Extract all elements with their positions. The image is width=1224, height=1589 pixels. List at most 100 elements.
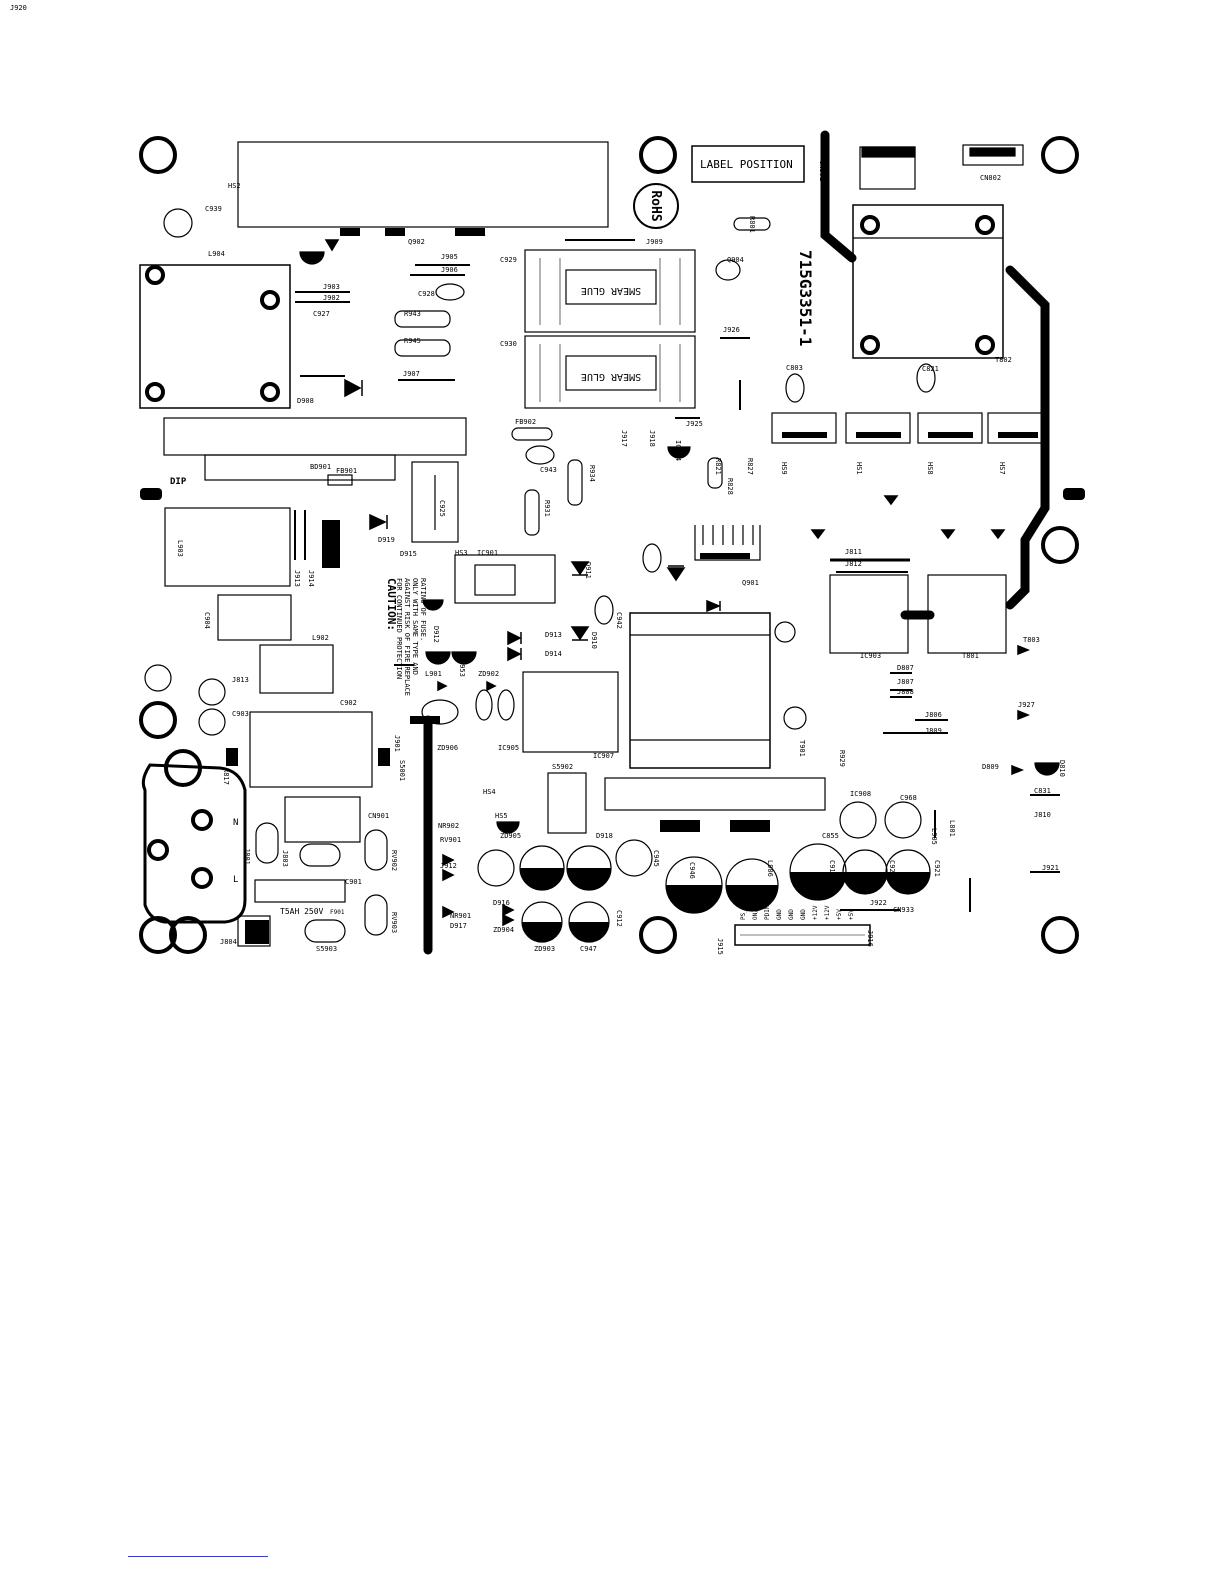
designator-label: J918 (648, 430, 656, 447)
designator-label: J906 (441, 266, 458, 274)
designator-label: J907 (403, 370, 420, 378)
designator-label: J927 (1018, 701, 1035, 709)
resistor-group (255, 217, 771, 943)
designator-label: NR901 (450, 912, 471, 920)
designator-label: L906 (766, 860, 774, 877)
designator-label: C930 (500, 340, 517, 348)
designator-label: J809 (925, 727, 942, 735)
designator-label: C947 (580, 945, 597, 953)
designator-label: J808 (897, 688, 914, 696)
designator-label: ZD902 (478, 670, 499, 678)
designator-label: D911 (584, 562, 592, 579)
designator-label: HS8 (926, 462, 934, 475)
designator-label: J810 (1034, 811, 1051, 819)
designator-label: R801 (748, 216, 756, 233)
designator-label: J807 (897, 678, 914, 686)
connector-pin-label: ON/OFF (752, 898, 759, 920)
designator-label: D910 (590, 632, 598, 649)
designator-label: CN802 (980, 174, 1001, 182)
designator-label: HS1 (855, 462, 863, 475)
label-position-text: LABEL POSITION (700, 158, 793, 171)
designator-label: R943 (404, 310, 421, 318)
designator-label: J804 (220, 938, 237, 946)
designator-label: HS9 (780, 462, 788, 475)
connector-pin-label: GND (800, 909, 807, 920)
heatsink-row (771, 412, 1047, 444)
connector-pin-label: PS_ON (740, 902, 747, 920)
designator-label: HS3 (455, 549, 468, 557)
designator-label: IC901 (477, 549, 498, 557)
designator-label: C943 (540, 466, 557, 474)
designator-label: J905 (441, 253, 458, 261)
rohs-text: RoHS (648, 190, 663, 221)
caution-line: FOR CONTINUED PROTECTION (395, 578, 403, 679)
designator-label: T901 (798, 740, 806, 757)
designator-label: D918 (596, 832, 613, 840)
designator-label: D908 (297, 397, 314, 405)
part-number-text: 715G3351-1 (796, 250, 815, 346)
designator-label: L902 (312, 634, 329, 642)
designator-label: Q904 (727, 256, 744, 264)
designator-label: C803 (786, 364, 803, 372)
designator-label: C968 (900, 794, 917, 802)
designator-label: J801 (243, 848, 251, 865)
ac-neutral-label: N (233, 818, 238, 828)
designator-label: RV902 (390, 850, 398, 871)
designator-label: NR902 (438, 822, 459, 830)
designator-label: R821 (714, 458, 722, 475)
mounting-hole-group (139, 136, 1079, 954)
designator-label: C929 (500, 256, 517, 264)
designator-label: D810 (1058, 760, 1066, 777)
designator-label: T801 (962, 652, 979, 660)
designator-label: J803 (281, 850, 289, 867)
small-capacitor-group (144, 208, 936, 736)
designator-label: D913 (545, 631, 562, 639)
designator-label: C946 (688, 862, 696, 879)
designator-label: R945 (404, 337, 421, 345)
ac-line-label: L (233, 875, 238, 885)
designator-label: C921 (933, 860, 941, 877)
designator-label: T802 (995, 356, 1012, 364)
designator-label: IC903 (860, 652, 881, 660)
designator-label: L905 (930, 828, 938, 845)
designator-label: C821 (922, 365, 939, 373)
connector-pin-label: +12V (812, 905, 819, 920)
connector-pin-label: PDIM (764, 905, 771, 920)
connector-pin-label: GND (788, 909, 795, 920)
fuse-ref-text: F901 (330, 909, 345, 916)
designator-label: IC904 (674, 440, 682, 461)
designator-label: C855 (822, 832, 839, 840)
designator-label: FB901 (336, 467, 357, 475)
designator-label: J901 (393, 735, 401, 752)
designator-label: C939 (205, 205, 222, 213)
designator-label: J925 (686, 420, 703, 428)
designator-label: FB902 (515, 418, 536, 426)
designator-label: J920 (10, 4, 27, 12)
designator-label: D919 (378, 536, 395, 544)
designator-label: T803 (1023, 636, 1040, 644)
caution-title: CAUTION: (385, 578, 398, 631)
designator-label: IC907 (593, 752, 614, 760)
designator-label: C920 (888, 860, 896, 877)
electrolytic-capacitor-group (477, 801, 931, 943)
designator-label: ZD905 (500, 832, 521, 840)
designator-label: C925 (438, 500, 446, 517)
designator-label: J806 (925, 711, 942, 719)
designator-label: C901 (345, 878, 362, 886)
caution-line: RATING OF FUSE. (419, 578, 427, 641)
designator-label: J913 (293, 570, 301, 587)
fuse-rating-text: T5AH 250V (280, 907, 324, 916)
designator-label: L904 (208, 250, 225, 258)
designator-label: S5001 (398, 760, 406, 781)
designator-label: RV901 (440, 836, 461, 844)
connector-pin-label: +5V (848, 909, 855, 920)
diode-symbol-group (324, 239, 1031, 927)
designator-label: CN933 (893, 906, 914, 914)
designator-label: ZD903 (534, 945, 555, 953)
designator-label: C902 (340, 699, 357, 707)
designator-label: C953 (458, 660, 466, 677)
designator-label: C903 (232, 710, 249, 718)
designator-label: D914 (545, 650, 562, 658)
